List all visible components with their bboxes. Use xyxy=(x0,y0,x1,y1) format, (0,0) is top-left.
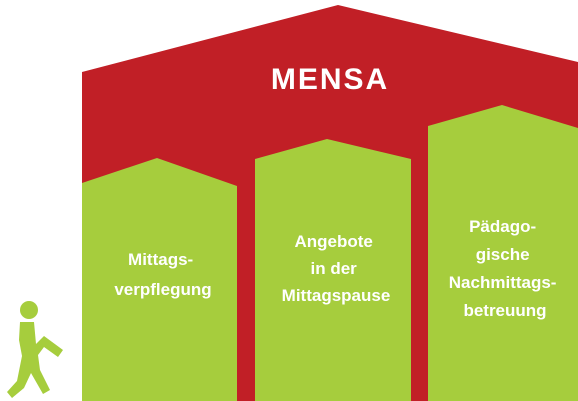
pillar-paedagogische-nachmittagsbetreuung: Pädago- gische Nachmittags- betreuung xyxy=(428,105,578,401)
pillar-label: Mittags- verpflegung xyxy=(114,250,211,299)
pillar-label: Angebote in der Mittagspause xyxy=(282,232,391,305)
pillar-label-line: Mittagspause xyxy=(282,286,391,305)
pillar-label-line: gische xyxy=(476,245,530,264)
pillar-label-line: Pädago- xyxy=(469,217,536,236)
pillar-label-line: in der xyxy=(310,259,357,278)
pillar-label: Pädago- gische Nachmittags- betreuung xyxy=(449,217,561,320)
pillar-label-line: Nachmittags- xyxy=(449,273,557,292)
pillar-label-line: Mittags- xyxy=(128,250,193,269)
mensa-title: MENSA xyxy=(271,63,389,96)
pillar-label-line: verpflegung xyxy=(114,280,211,299)
pillar-angebote-mittagspause: Angebote in der Mittagspause xyxy=(255,139,411,401)
pillar-label-line: Angebote xyxy=(294,232,372,251)
pillar-label-line: betreuung xyxy=(463,301,546,320)
pillar-mittagsverpflegung: Mittags- verpflegung xyxy=(82,158,237,401)
walking-person-icon xyxy=(7,301,63,398)
